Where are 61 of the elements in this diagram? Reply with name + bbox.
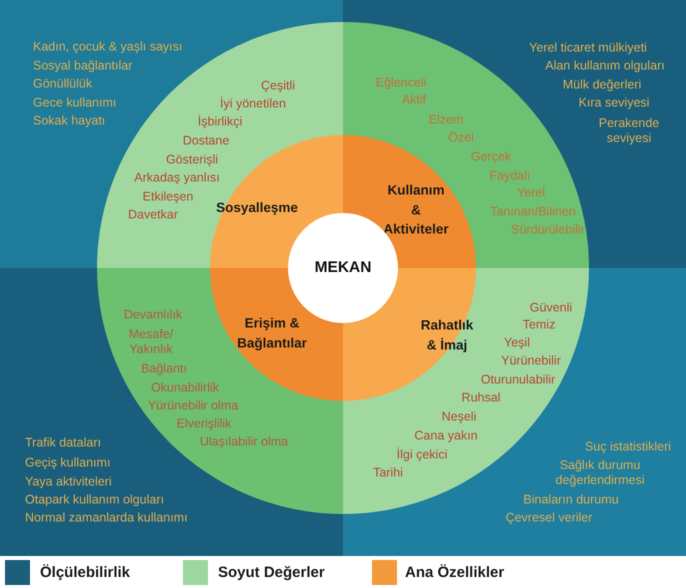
attribute-text: Özel: [448, 130, 474, 146]
metric-text: Mülk değerleri: [562, 78, 642, 92]
legend-label: Soyut Değerler: [218, 564, 325, 581]
metric-text: Sağlık durumu değerlendirmesi: [554, 458, 646, 488]
metric-text: Alan kullanım olguları: [545, 58, 665, 74]
attribute-text: Temiz: [522, 318, 556, 332]
attribute-text: Tarihi: [373, 466, 403, 480]
attribute-text: Güvenli: [530, 300, 572, 316]
attribute-text: Davetkar: [128, 208, 178, 222]
metric-text: Geçiş kullanımı: [25, 456, 110, 470]
metric-text: Yaya aktiviteleri: [25, 474, 112, 490]
metric-text: Otapark kullanım olguları: [25, 492, 164, 508]
metric-text: Sosyal bağlantılar: [33, 58, 132, 74]
attribute-text: Yürünebilir: [501, 354, 561, 368]
attribute-text: Ulaşılabilir olma: [200, 434, 288, 450]
metric-text: Normal zamanlarda kullanımı: [25, 510, 188, 526]
metric-text: Sokak hayatı: [33, 114, 106, 128]
attribute-text: Mesafe/ Yakınlık: [128, 327, 174, 357]
attribute-text: Sürdürülebilir: [511, 222, 585, 238]
attribute-text: Elzem: [428, 112, 464, 128]
attribute-text: İlgi çekici: [396, 448, 448, 462]
attribute-text: Yeşil: [504, 336, 530, 350]
attribute-text: Cana yakın: [414, 428, 478, 444]
category-title: Rahatlık & İmaj: [420, 316, 474, 354]
legend-label: Ana Özellikler: [405, 564, 504, 581]
attribute-text: Tanınan/Bilinen: [490, 204, 576, 220]
metric-text: Yerel ticaret mülkiyeti: [529, 40, 647, 56]
attribute-text: İyi yönetilen: [220, 96, 286, 112]
metric-text: Gece kullanımı: [33, 96, 116, 110]
center-title: MEKAN: [314, 258, 372, 278]
attribute-text: Aktif: [402, 92, 426, 108]
attribute-text: Arkadaş yanlısı: [134, 170, 220, 186]
attribute-text: Gerçek: [470, 150, 512, 164]
attribute-text: Bağlantı: [141, 362, 187, 376]
attribute-text: Etkileşen: [142, 190, 194, 204]
attribute-text: Yürünebilir olma: [148, 398, 238, 414]
category-title: Erişim & Bağlantılar: [237, 314, 307, 352]
metric-text: Binaların durumu: [523, 492, 619, 508]
attribute-text: Gösterişli: [166, 152, 218, 168]
metric-text: Kadın, çocuk & yaşlı sayısı: [33, 40, 182, 54]
metric-text: Kıra seviyesi: [578, 96, 650, 110]
attribute-text: Okunabilirlik: [150, 380, 220, 396]
legend-label: Ölçülebilirlik: [40, 564, 130, 581]
attribute-text: Elverişlilik: [176, 416, 232, 432]
attribute-text: Çeşitli: [260, 78, 296, 94]
attribute-text: Dostane: [182, 134, 230, 148]
metric-text: Gönüllülük: [33, 76, 92, 92]
attribute-text: İşbirlikçi: [198, 114, 242, 130]
attribute-text: Oturunulabilir: [480, 372, 556, 388]
attribute-text: Faydalı: [490, 168, 530, 184]
category-title: Kullanım & Aktiviteler: [383, 182, 449, 239]
metric-text: Suç istatistikleri: [584, 440, 672, 454]
attribute-text: Ruhsal: [462, 390, 500, 406]
attribute-text: Devamlılık: [124, 308, 182, 322]
attribute-text: Yerel: [516, 186, 546, 200]
attribute-text: Eğlenceli: [376, 76, 426, 90]
metric-text: Trafik dataları: [25, 436, 101, 450]
metric-text: Perakende seviyesi: [598, 116, 660, 146]
category-title: Sosyalleşme: [216, 199, 298, 218]
metric-text: Çevresel veriler: [506, 510, 592, 526]
attribute-text: Neşeli: [442, 410, 476, 424]
